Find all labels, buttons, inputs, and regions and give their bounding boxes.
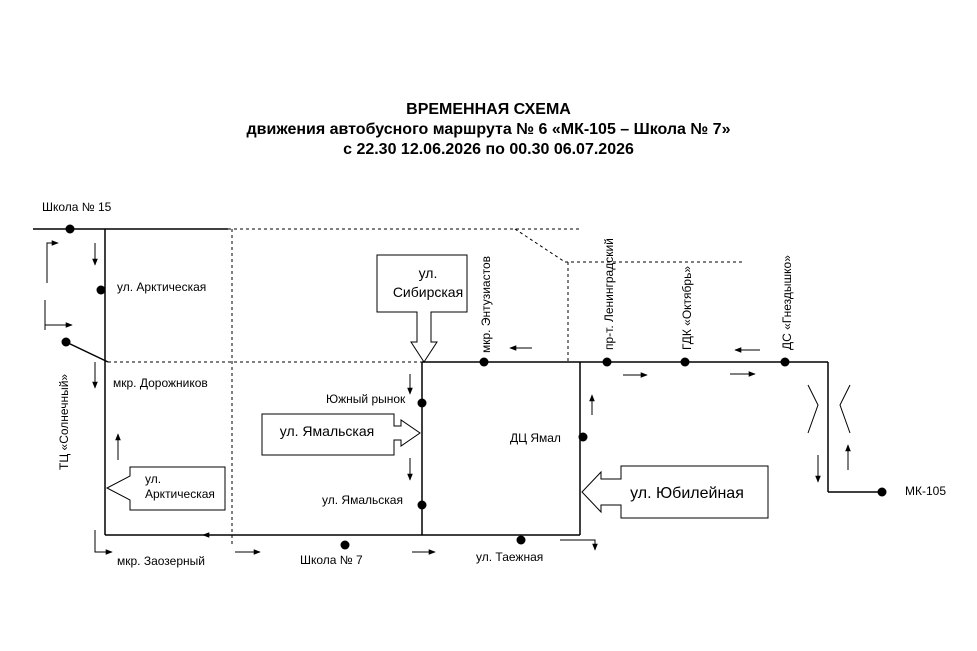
label-dc-yamal: ДЦ Ямал xyxy=(510,431,561,445)
label-taezhnaya: ул. Таежная xyxy=(476,550,543,564)
label-arkticheskaya: ул. Арктическая xyxy=(117,280,206,294)
stop-dot-mk105 xyxy=(877,487,887,497)
stop-dot-dc-yamal xyxy=(578,432,588,442)
callout-sibirskaya: ул. Сибирская xyxy=(376,254,468,363)
callout-arkticheskaya: ул. Арктическая xyxy=(105,466,226,511)
title-line-1: ВРЕМЕННАЯ СХЕМА xyxy=(406,101,571,118)
stop-dot-arkticheskaya xyxy=(96,285,106,295)
stop-dot-entuziastov xyxy=(479,357,489,367)
stop-dot-leningradsky xyxy=(602,357,612,367)
label-ds-gnezdyshko: ДС «Гнездышко» xyxy=(780,255,794,350)
closed-streets xyxy=(108,228,745,545)
callout-arkticheskaya-line2: Арктическая xyxy=(145,487,215,501)
label-dorozhnikov: мкр. Дорожников xyxy=(113,376,208,390)
callout-yubileynaya-text: ул. Юбилейная xyxy=(630,485,744,502)
callout-yamalskaya: ул. Ямальская xyxy=(261,413,421,456)
label-zaozerny: мкр. Заозерный xyxy=(117,554,205,568)
label-yuzhny-rynok: Южный рынок xyxy=(326,392,406,406)
callout-yamalskaya-text: ул. Ямальская xyxy=(280,423,374,439)
label-leningradsky: пр-т. Ленинградский xyxy=(602,238,616,350)
stop-dot-school7 xyxy=(340,540,350,550)
title-line-2: движения автобусного маршрута № 6 «МК-10… xyxy=(246,121,731,138)
street-solnechny-link xyxy=(65,341,109,363)
callout-yubileynaya: ул. Юбилейная xyxy=(581,465,769,519)
direction-arrows xyxy=(44,240,851,555)
stops xyxy=(61,224,887,550)
stop-dot-gdk xyxy=(680,357,690,367)
label-gdk-oktyabr: ГДК «Октябрь» xyxy=(680,266,694,350)
callout-sibirskaya-line1: ул. xyxy=(419,265,438,281)
diagram-title: ВРЕМЕННАЯ СХЕМА движения автобусного мар… xyxy=(0,100,977,160)
label-school15: Школа № 15 xyxy=(42,200,112,214)
callout-sibirskaya-line2: Сибирская xyxy=(393,284,463,300)
stop-dot-solnechny xyxy=(61,337,71,347)
label-mk105: МК-105 xyxy=(905,484,946,498)
label-school7: Школа № 7 xyxy=(300,553,363,567)
stop-dot-school15 xyxy=(65,224,75,234)
stop-dot-yamalskaya xyxy=(417,500,427,510)
label-yamalskaya-stop: ул. Ямальская xyxy=(322,493,403,507)
stop-labels: Школа № 15 ул. Арктическая мкр. Дорожник… xyxy=(42,200,946,568)
title-line-3: с 22.30 12.06.2026 по 00.30 06.07.2026 xyxy=(343,141,634,158)
label-entuziastov: мкр. Энтузиастов xyxy=(479,256,493,353)
stop-dot-taezhnaya xyxy=(516,535,526,545)
stop-dot-gnezdyshko xyxy=(780,357,790,367)
lane-marks xyxy=(807,384,851,434)
label-solnechny: ТЦ «Солнечный» xyxy=(57,374,71,470)
stop-dot-yuzhny xyxy=(417,398,427,408)
callout-arkticheskaya-line1: ул. xyxy=(145,472,161,486)
